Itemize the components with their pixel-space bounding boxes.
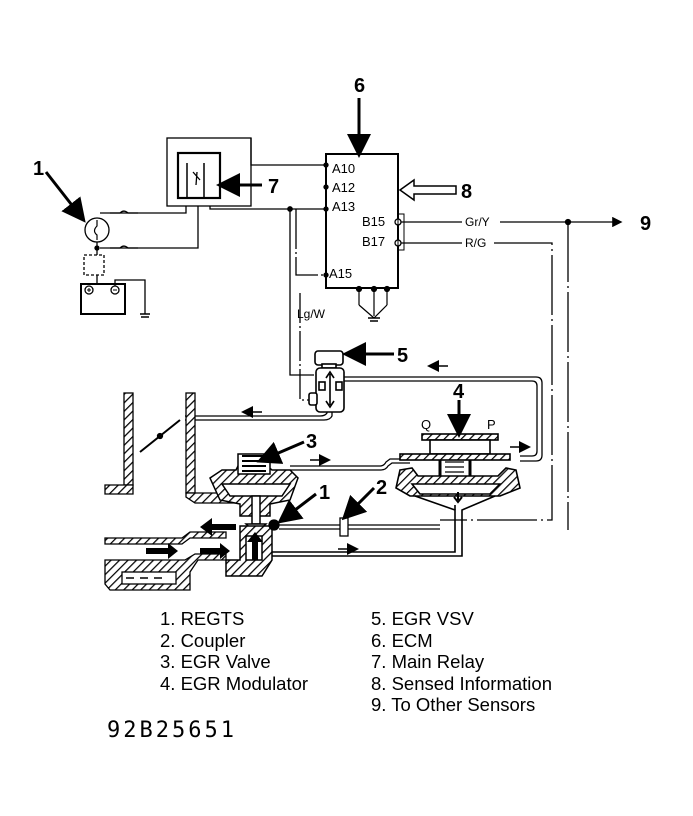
ecm-pin-b17: B17 bbox=[362, 234, 385, 249]
callout-8: 8 bbox=[461, 181, 472, 203]
callout-5: 5 bbox=[397, 345, 408, 367]
legend-left: 1. REGTS 2. Coupler 3. EGR Valve 4. EGR … bbox=[160, 608, 308, 694]
output-wires bbox=[401, 216, 623, 530]
callout-9: 9 bbox=[640, 213, 651, 235]
exhaust-pipe bbox=[104, 531, 227, 591]
wire-label-lg-w: Lg/W bbox=[297, 307, 326, 321]
legend-item: 5. EGR VSV bbox=[371, 608, 474, 629]
ecm-pin-a12: A12 bbox=[332, 180, 355, 195]
legend-item: 2. Coupler bbox=[160, 629, 246, 651]
callout-1-top-arrow bbox=[44, 171, 86, 223]
vacuum-hoses bbox=[185, 376, 543, 471]
wire-label-r-g: R/G bbox=[465, 236, 486, 250]
callout-1: 1 bbox=[319, 482, 330, 504]
legend-item: 9. To Other Sensors bbox=[371, 694, 536, 715]
callout-1-top: 1 bbox=[33, 158, 44, 180]
ecm-box bbox=[325, 153, 399, 289]
legend-right: 5. EGR VSV 6. ECM 7. Main Relay 8. Sense… bbox=[371, 608, 552, 716]
ecm-ground bbox=[355, 285, 391, 322]
egr-vsv bbox=[308, 350, 345, 413]
legend-item: 6. ECM bbox=[371, 629, 433, 651]
flow-arrows bbox=[241, 360, 531, 555]
legend-item: 8. Sensed Information bbox=[371, 672, 552, 694]
figure-id: 92B25651 bbox=[107, 718, 237, 743]
callout-7: 7 bbox=[268, 176, 279, 198]
legend-item: 1. REGTS bbox=[160, 608, 245, 629]
callout-4: 4 bbox=[453, 381, 465, 403]
main-relay bbox=[166, 137, 252, 207]
relay-outer-box bbox=[166, 137, 252, 207]
ecm-pin-a13: A13 bbox=[332, 199, 355, 214]
callout-8-arrow bbox=[398, 178, 457, 202]
coupler bbox=[339, 517, 349, 537]
ecm-pin-a15: A15 bbox=[329, 266, 352, 281]
modulator-port-q: Q bbox=[421, 417, 431, 432]
wire-label-gr-y: Gr/Y bbox=[465, 215, 490, 229]
callout-3: 3 bbox=[306, 431, 317, 453]
callout-3-arrow bbox=[256, 440, 305, 464]
relay-inner-box bbox=[176, 151, 222, 200]
callout-2-arrow bbox=[341, 486, 376, 521]
battery bbox=[80, 283, 126, 315]
ecm-pin-b15: B15 bbox=[362, 214, 385, 229]
ecm-unit: A10 A12 A13 B15 B17 A15 bbox=[325, 153, 405, 322]
egr-modulator bbox=[270, 433, 521, 557]
gas-flow-arrows bbox=[146, 518, 263, 560]
legend-item: 4. EGR Modulator bbox=[160, 672, 309, 694]
ecm-pin-a10: A10 bbox=[332, 161, 355, 176]
legend-item: 7. Main Relay bbox=[371, 651, 485, 672]
modulator-port-p: P bbox=[487, 417, 496, 432]
regts-sensor bbox=[268, 517, 440, 537]
callout-1-arrow bbox=[277, 492, 317, 524]
regts-sensor-circuit bbox=[80, 210, 150, 318]
relay-wiring bbox=[100, 138, 329, 401]
callout-2: 2 bbox=[376, 477, 387, 499]
legend-item: 3. EGR Valve bbox=[160, 651, 271, 672]
fusible-link bbox=[83, 254, 105, 276]
callout-6: 6 bbox=[354, 75, 365, 97]
